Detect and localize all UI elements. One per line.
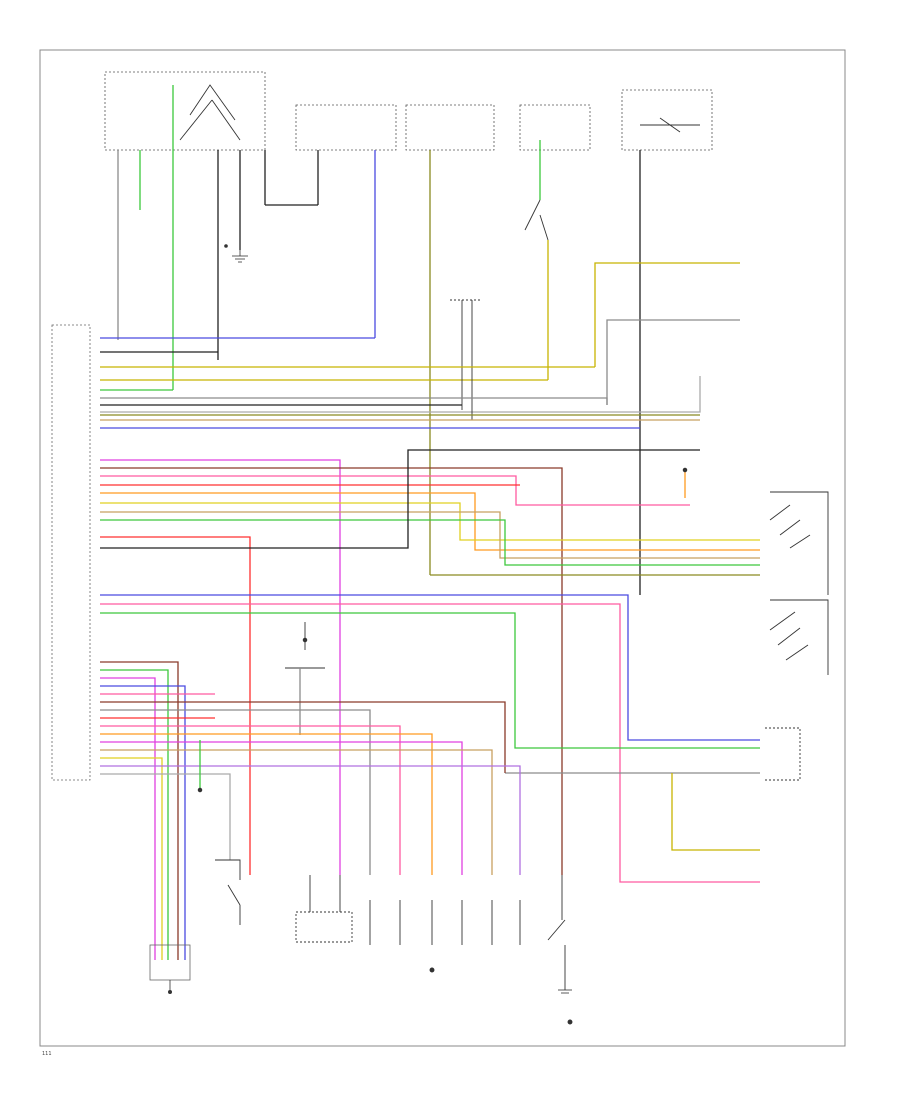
wire-orange-h4 [100,733,433,875]
wire-pink-h1 [100,475,690,506]
wire-grey-right-2 [100,376,701,413]
wire-violet-h4 [100,765,521,875]
wire-yellow-h4 [100,757,163,960]
top-components [104,71,713,151]
mid-sensor [450,299,480,420]
wire-black-h3 [100,449,700,549]
wire-magenta-h4 [100,741,463,875]
connector-group-1 [100,337,700,429]
control-module-housing [51,324,91,781]
wire-tan-h4 [100,749,493,875]
wire-pink-h5 [100,725,401,875]
wire-brown-v1 [100,661,179,960]
hot-in-run-box-3 [519,104,591,151]
hot-in-run-box-2 [405,104,495,151]
wire-blue-v1 [100,685,186,960]
wire-red-h2 [100,536,251,875]
wire-magenta-h1 [100,459,341,875]
wire-brown-h4 [100,701,506,773]
footer-code: 111 [42,1051,52,1057]
speed-switch-right [682,467,829,595]
wire-pink-h3 [100,603,760,883]
lower-right-connector [505,727,801,851]
wire-magenta-v1 [100,677,156,960]
wire-tan-h2 [100,511,760,559]
diagram-frame [39,49,846,1047]
wire-orange-h1 [100,492,760,551]
wire-brown-h1 [100,467,563,875]
wire-yellow-h2 [100,502,760,541]
bottom-right-switch [547,875,573,1025]
connector-group-2 [100,449,760,875]
connector-group-4 [100,661,521,960]
connector-group-3 [100,594,760,883]
wire-blue-h3 [100,594,760,741]
bottom-left-sensor [197,740,241,925]
wire-grey-h5 [100,773,231,860]
wire-grey-h4 [100,709,371,875]
top-vertical-wires [117,85,641,595]
hot-in-run-box-1 [295,104,397,151]
wire-olive-right [594,262,740,367]
hot-at-all-times-box-2 [621,89,713,151]
hot-at-all-times-box [104,71,266,151]
top-switches [179,84,700,141]
right-lower-switch [769,599,829,675]
brake-switch [524,199,549,380]
bottom-components [295,875,521,973]
ground-top-left [224,244,248,263]
wire-green-v1 [100,669,169,960]
wire-grey-right [606,319,740,405]
center-relay [285,622,325,735]
wire-grey-h1 [100,397,608,405]
ground-cluster-bottom-left [149,944,191,994]
wire-green-h2 [100,519,760,566]
wire-green-h3 [100,612,760,749]
